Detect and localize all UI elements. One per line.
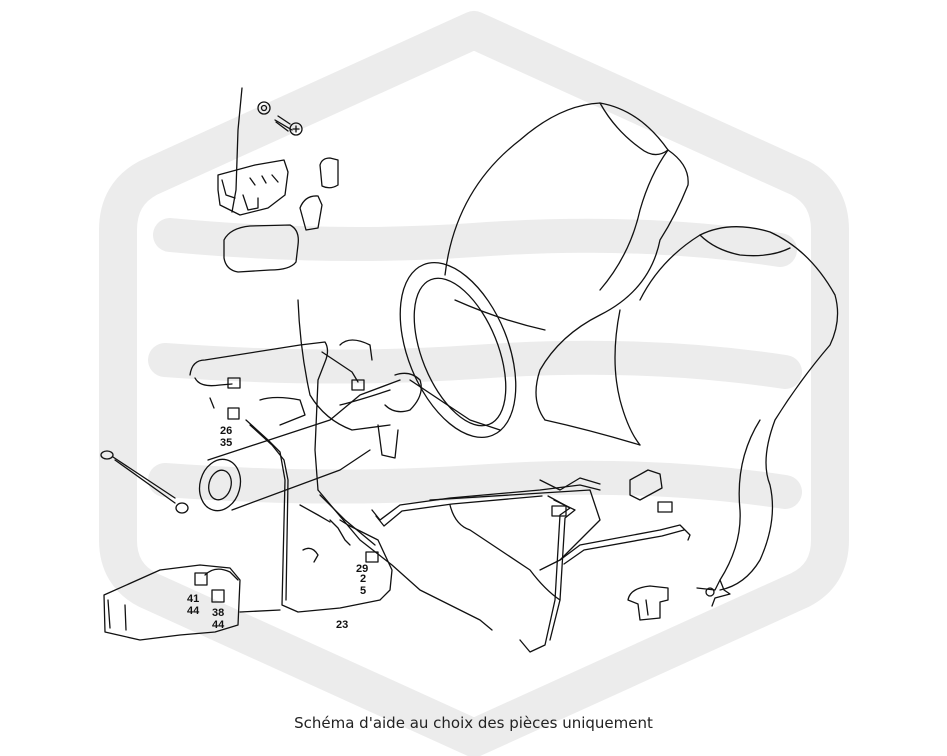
callout-5: 5 (360, 585, 366, 597)
steering-wheel (384, 262, 517, 438)
ground-strap (100, 450, 189, 514)
callout-41: 41 (187, 593, 199, 605)
callout-44a: 44 (187, 605, 200, 617)
right-seat (639, 226, 839, 591)
dashboard (297, 299, 601, 601)
connectors (227, 377, 673, 563)
diagram-caption: Schéma d'aide au choix des pièces unique… (294, 714, 653, 732)
callout-44b: 44 (212, 619, 225, 631)
left-seat (444, 102, 689, 446)
relay-bracket (103, 564, 241, 641)
callout-29: 29 (356, 563, 368, 575)
wire-harness (189, 341, 691, 653)
steering-column (198, 379, 401, 512)
cable-tie (696, 579, 731, 607)
callout-labels: 26 35 41 44 38 44 29 2 5 23 (187, 425, 368, 631)
switch-assembly (217, 87, 339, 273)
callout-2: 2 (360, 573, 366, 585)
callout-38: 38 (212, 607, 224, 619)
callout-26: 26 (220, 425, 232, 437)
callout-23: 23 (336, 619, 348, 631)
callout-35: 35 (220, 437, 232, 449)
watermark-logo (99, 11, 849, 756)
clip-bracket (627, 585, 669, 621)
